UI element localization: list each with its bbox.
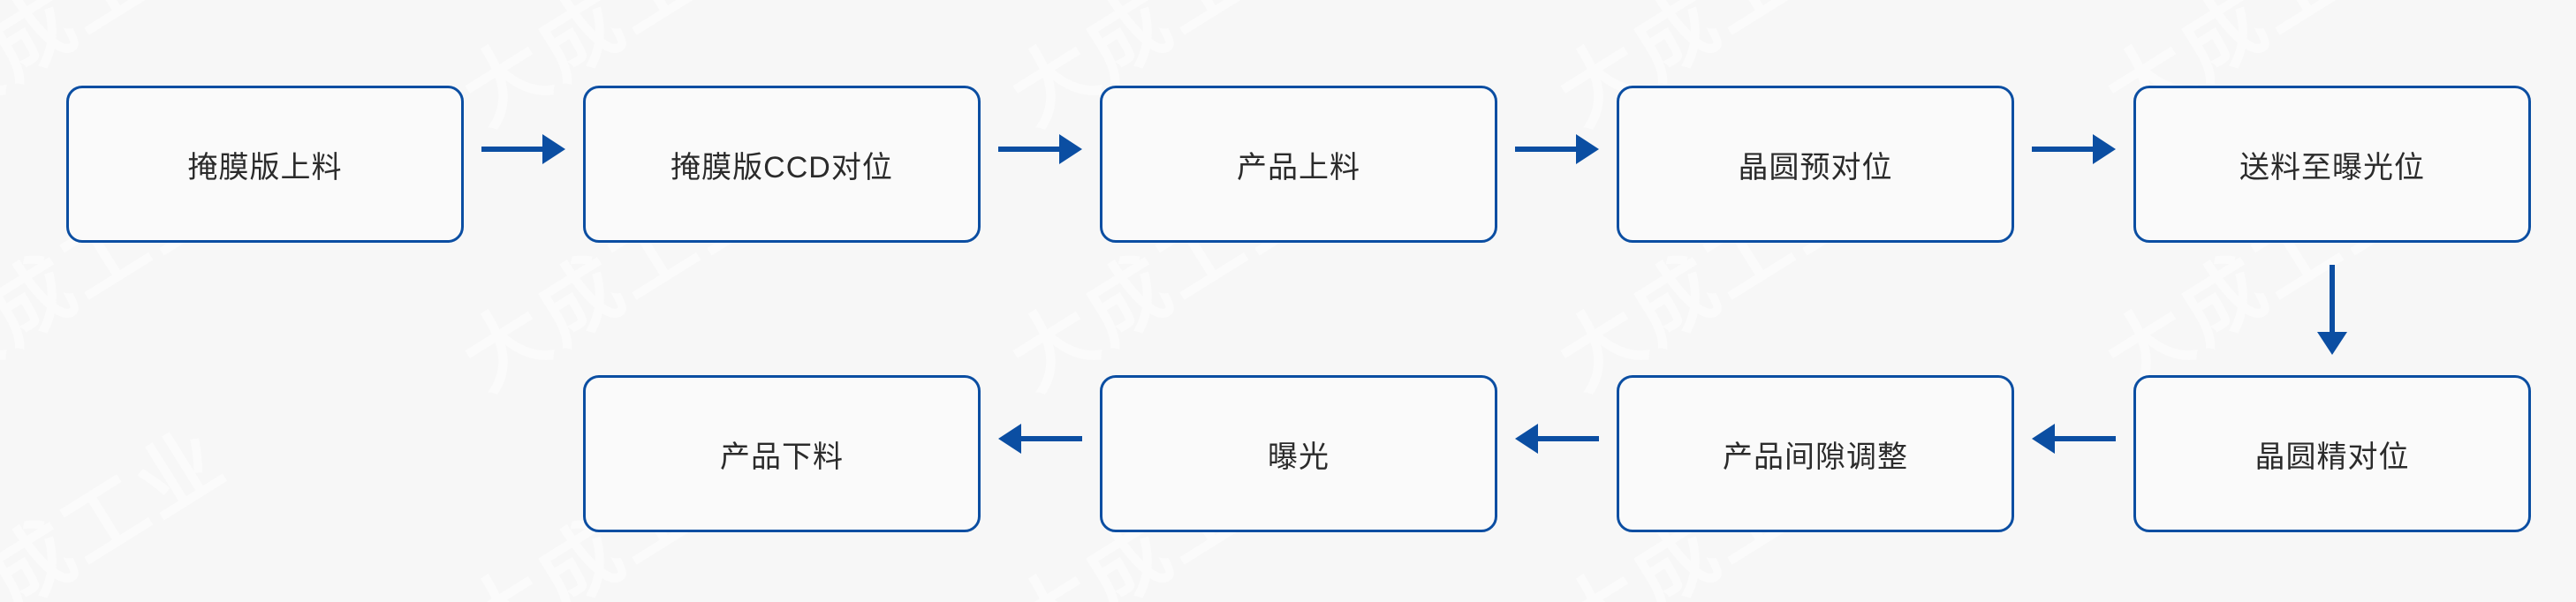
arrow-head-left-icon [2032,424,2055,454]
flow-arrow-left-3 [998,424,1082,454]
arrow-shaft [481,147,545,152]
flow-arrow-left-1 [2032,424,2116,454]
arrow-head-down-icon [2317,332,2347,355]
flow-node-exposure[interactable]: 曝光 [1100,375,1497,532]
flow-node-label: 送料至曝光位 [2239,150,2425,184]
flow-node-product-unloading[interactable]: 产品下料 [583,375,981,532]
flow-node-label: 晶圆精对位 [2254,440,2410,474]
flow-node-product-loading[interactable]: 产品上料 [1100,86,1497,243]
flow-node-product-gap-adjust[interactable]: 产品间隙调整 [1617,375,2014,532]
arrow-shaft [1019,436,1082,441]
watermark-text: 大成工业 [0,411,242,602]
arrow-head-right-icon [1059,134,1082,164]
arrow-shaft [2330,265,2335,335]
flow-arrow-left-2 [1515,424,1599,454]
flow-arrow-right-2 [998,134,1082,164]
arrow-shaft [998,147,1062,152]
arrow-head-right-icon [1576,134,1599,164]
arrow-head-left-icon [1515,424,1538,454]
flow-node-mask-ccd-alignment[interactable]: 掩膜版CCD对位 [583,86,981,243]
flow-arrow-right-4 [2032,134,2116,164]
flow-node-label: 产品间隙调整 [1723,440,1908,474]
arrow-shaft [2032,147,2095,152]
flow-node-feed-to-exposure[interactable]: 送料至曝光位 [2133,86,2531,243]
arrow-shaft [1535,436,1599,441]
arrow-head-right-icon [542,134,565,164]
flow-node-label: 掩膜版上料 [187,150,343,184]
arrow-head-left-icon [998,424,1021,454]
flow-arrow-down-1 [2317,265,2347,355]
arrow-shaft [1515,147,1579,152]
flow-arrow-right-3 [1515,134,1599,164]
flow-node-label: 掩膜版CCD对位 [671,150,893,184]
arrow-head-right-icon [2093,134,2116,164]
flow-node-label: 产品上料 [1237,150,1360,184]
flow-node-label: 产品下料 [720,440,844,474]
flow-node-mask-loading[interactable]: 掩膜版上料 [66,86,464,243]
flow-node-label: 晶圆预对位 [1738,150,1893,184]
flow-node-wafer-pre-alignment[interactable]: 晶圆预对位 [1617,86,2014,243]
flow-node-wafer-fine-alignment[interactable]: 晶圆精对位 [2133,375,2531,532]
flow-arrow-right-1 [481,134,565,164]
flow-node-label: 曝光 [1268,440,1330,474]
arrow-shaft [2052,436,2116,441]
